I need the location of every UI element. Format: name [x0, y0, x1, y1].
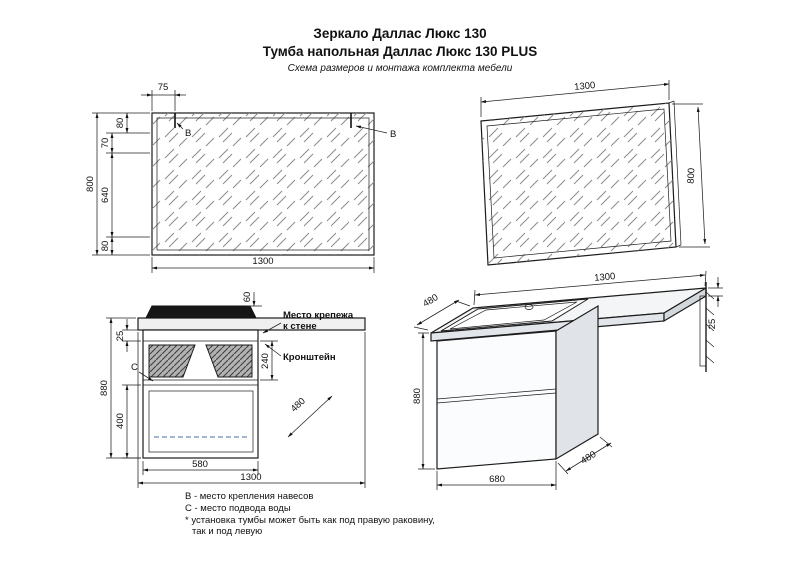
cabinet-side-face	[555, 304, 599, 461]
mirror-front-dimension-lines	[92, 90, 388, 273]
label-water-c: С	[131, 362, 138, 373]
sink-profile	[145, 305, 257, 319]
wall-hatch	[705, 291, 715, 364]
dim-mirror-height-800: 800	[85, 176, 96, 192]
mirror-perspective-view: 1300 800	[480, 80, 710, 266]
wall-bracket	[699, 295, 707, 367]
mirror-persp-edge	[668, 100, 682, 248]
sink-bowl	[449, 301, 578, 330]
drawer-gap-line-2	[436, 392, 557, 404]
label-hanger-b-right: В	[390, 129, 396, 140]
mirror-persp-glass	[481, 103, 676, 265]
dim-mirror-offset-75: 75	[158, 82, 169, 93]
cabinet-front-view: 60 25 240 400 880 580 1300 480 С Место к…	[99, 292, 366, 488]
cabinet-front-dimension-lines	[106, 292, 366, 488]
dim-persp-depth-480-top: 480	[421, 292, 440, 310]
dim-cabinet-rail-25: 25	[115, 331, 126, 342]
mirror-front-view: 75 80 70 640 80 800 1300 В В	[85, 82, 396, 273]
mirror-frame-inner	[156, 117, 370, 251]
title-line-1: Зеркало Даллас Люкс 130	[313, 26, 486, 41]
label-wall-mount-line1: Место крепежа	[283, 310, 354, 321]
label-wall-mount-line2: к стене	[283, 321, 317, 332]
dim-mirror-persp-width-1300: 1300	[574, 80, 596, 93]
note-water: С - место подвода воды	[185, 503, 291, 514]
dim-mirror-mid-640: 640	[100, 187, 111, 203]
title-subtitle: Схема размеров и монтажа комплекта мебел…	[288, 62, 513, 74]
note-hangers: В - место крепления навесов	[185, 491, 313, 502]
mirror-persp-frame-inner	[486, 108, 672, 259]
dim-cabinet-depth-480: 480	[289, 396, 308, 415]
dim-persp-width-1300: 1300	[594, 271, 616, 284]
cabinet-front-face	[436, 330, 557, 470]
dim-persp-depth-480-bottom: 480	[579, 449, 598, 467]
upper-drawer-left	[148, 344, 196, 378]
dim-cabinet-upper-240: 240	[260, 353, 271, 369]
dim-mirror-hanger-70: 70	[100, 138, 111, 149]
note-asterisk-line1: * установка тумбы может быть как под пра…	[185, 515, 435, 526]
dim-persp-counter-25: 25	[707, 319, 718, 330]
dim-mirror-top-80: 80	[115, 118, 126, 129]
title-line-2: Тумба напольная Даллас Люкс 130 PLUS	[263, 44, 538, 59]
dim-cabinet-sink-60: 60	[242, 292, 253, 303]
dim-cabinet-body-580: 580	[192, 459, 208, 470]
dim-cabinet-width-1300: 1300	[240, 472, 261, 483]
upper-drawer-right	[205, 344, 253, 378]
faucet-hole	[524, 304, 534, 310]
label-hanger-b-left: В	[185, 128, 191, 139]
note-asterisk-line2: так и под левую	[192, 526, 262, 537]
cabinet-persp-dimension-lines	[413, 270, 723, 490]
dim-cabinet-height-880: 880	[99, 380, 110, 396]
sink-rim	[440, 298, 589, 332]
drawer-gap-line-1	[436, 388, 557, 400]
dim-mirror-bottom-80: 80	[100, 241, 111, 252]
cabinet-perspective-view: 880 680 480 480 1300 25	[412, 270, 723, 490]
dim-cabinet-lower-400: 400	[115, 413, 126, 429]
notes-block: В - место крепления навесов С - место по…	[185, 491, 435, 537]
dim-mirror-persp-height-800: 800	[686, 168, 698, 184]
lower-drawer-front	[148, 390, 254, 453]
mirror-glass	[152, 113, 374, 255]
title-block: Зеркало Даллас Люкс 130 Тумба напольная …	[263, 26, 538, 74]
label-bracket: Кронштейн	[283, 352, 336, 363]
mirror-persp-dimension-lines	[480, 80, 710, 248]
dim-persp-height-880: 880	[412, 388, 423, 404]
dim-persp-body-680: 680	[489, 474, 505, 485]
dim-mirror-width-1300: 1300	[252, 256, 273, 267]
